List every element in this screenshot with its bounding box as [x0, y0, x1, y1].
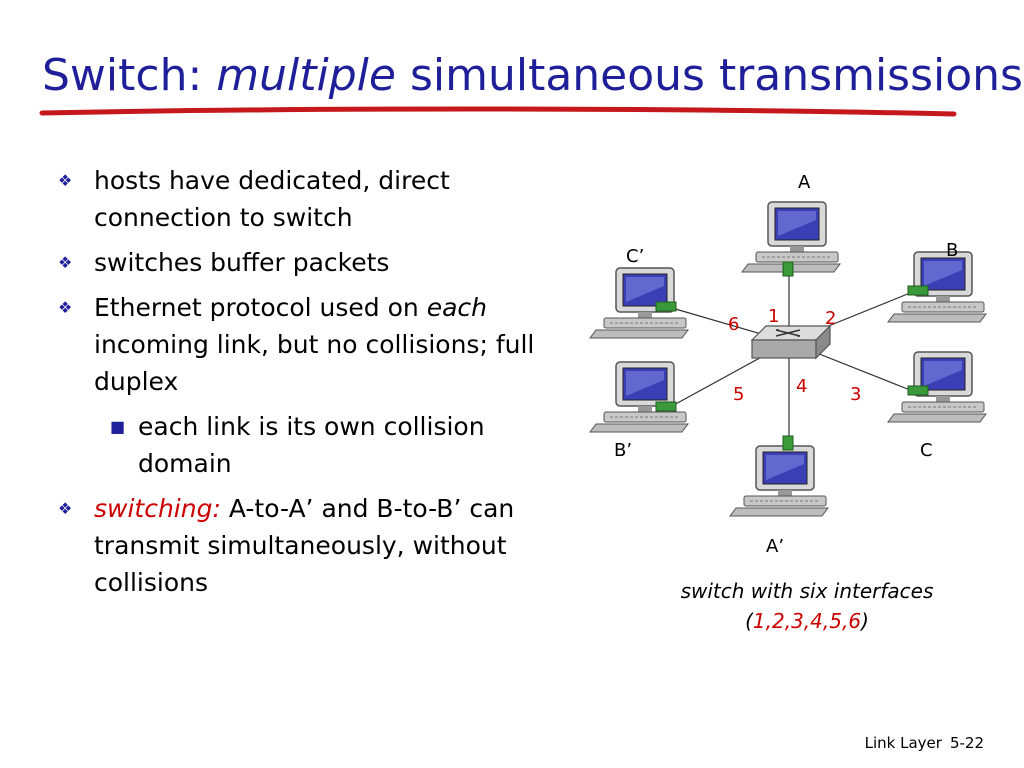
bullet-item: ❖ Ethernet protocol used on each incomin… — [54, 289, 554, 400]
title-emphasis: multiple — [216, 50, 396, 101]
bullet-text: hosts have dedicated, direct connection … — [94, 166, 450, 232]
footer-page-number: 5-22 — [949, 734, 984, 752]
title-rest: simultaneous transmissions — [395, 50, 1023, 101]
interface-label: 1 — [768, 306, 779, 327]
title-underline — [39, 106, 957, 117]
slide-footer: Link Layer 5-22 — [865, 734, 984, 752]
square-bullet-icon: ■ — [110, 417, 126, 436]
host-label-a: A — [798, 172, 811, 193]
network-interface-icon — [655, 401, 677, 412]
interface-label: 3 — [850, 384, 861, 405]
bullet-text-highlight: switching: — [94, 494, 221, 523]
diamond-bullet-icon: ❖ — [58, 499, 73, 518]
host-label-b-prime: B’ — [614, 440, 632, 461]
interface-label: 5 — [733, 384, 744, 405]
diagram-caption: switch with six interfaces (1,2,3,4,5,6) — [652, 576, 962, 636]
switch-diagram: A B C A’ B’ C’ 1 2 3 4 5 6 — [589, 172, 987, 557]
slide-title: Switch: multiple simultaneous transmissi… — [42, 50, 1023, 101]
caption-open-paren: ( — [745, 609, 753, 633]
caption-line2: (1,2,3,4,5,6) — [652, 606, 962, 636]
interface-label: 4 — [796, 376, 807, 397]
interface-label: 2 — [825, 308, 836, 329]
bullet-text: switches buffer packets — [94, 248, 390, 277]
network-interface-icon — [655, 301, 677, 312]
host-label-c: C — [920, 440, 933, 461]
host-label-c-prime: C’ — [626, 246, 644, 267]
diamond-bullet-icon: ❖ — [58, 298, 73, 317]
bullet-text-post: A-to-A’ and B-to-B’ can transmit simulta… — [94, 494, 515, 597]
bullet-item: ❖ hosts have dedicated, direct connectio… — [54, 162, 554, 236]
interface-label: 6 — [728, 314, 739, 335]
host-computer-icon — [729, 445, 829, 517]
diamond-bullet-icon: ❖ — [58, 253, 73, 272]
bullet-list: ❖ hosts have dedicated, direct connectio… — [54, 162, 554, 609]
network-interface-icon — [782, 261, 794, 277]
network-interface-icon — [782, 435, 794, 451]
host-computer-icon — [887, 251, 987, 323]
host-label-b: B — [946, 240, 958, 261]
title-main: Switch: — [42, 50, 217, 101]
bullet-item: ❖ switches buffer packets — [54, 244, 554, 281]
host-label-a-prime: A’ — [766, 536, 784, 557]
bullet-item: ❖ switching: A-to-A’ and B-to-B’ can tra… — [54, 490, 554, 601]
sub-bullet-item: ■ each link is its own collision domain — [54, 408, 554, 482]
caption-close-paren: ) — [861, 609, 869, 633]
caption-line1: switch with six interfaces — [680, 579, 934, 603]
bullet-text-emphasis: each — [426, 293, 488, 322]
footer-chapter: Link Layer — [864, 734, 942, 752]
diamond-bullet-icon: ❖ — [58, 171, 73, 190]
network-interface-icon — [907, 285, 929, 296]
sub-bullet-text: each link is its own collision domain — [138, 412, 485, 478]
switch-icon — [750, 324, 832, 360]
network-interface-icon — [907, 385, 929, 396]
bullet-text-post: incoming link, but no collisions; full d… — [94, 330, 535, 396]
bullet-text-pre: Ethernet protocol used on — [94, 293, 427, 322]
caption-interface-list: 1,2,3,4,5,6 — [752, 609, 862, 633]
host-computer-icon — [589, 361, 689, 433]
